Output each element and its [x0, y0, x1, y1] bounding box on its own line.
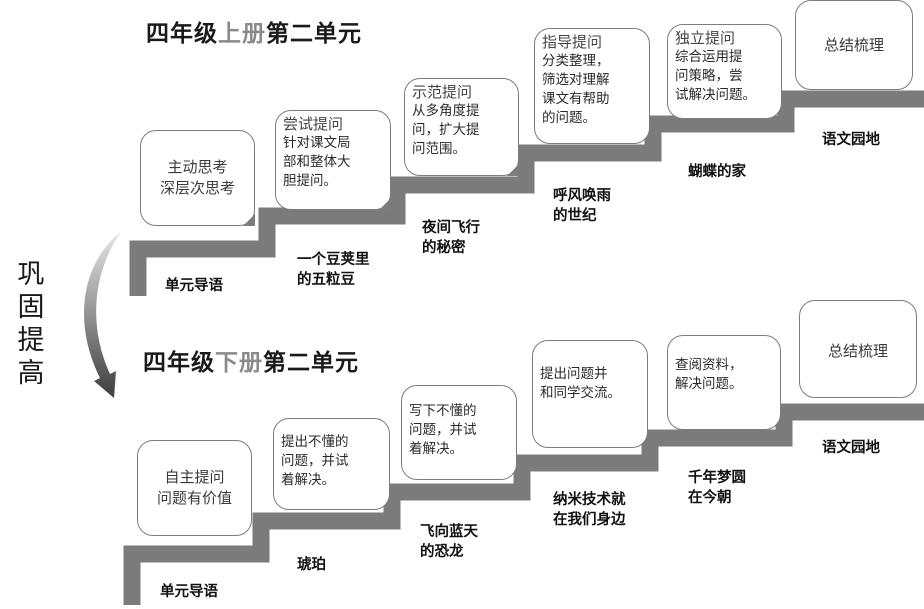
top-card-3-text: 从多角度提 问，扩大提 问范围。 [412, 103, 480, 157]
bottom-step-2: 琥珀 [297, 557, 326, 573]
top-card-5-text: 综合运用提 问策略，尝 试解决问题。 [675, 49, 756, 103]
bottom-step-6: 语文园地 [822, 440, 880, 456]
top-card-3-heading: 示范提问 [412, 83, 473, 101]
bottom-step-5: 千年梦圆 在今朝 [688, 470, 746, 506]
bottom-card-5-text: 查阅资料， 解决问题。 [675, 357, 743, 392]
bottom-card-4: 提出问题并 和同学交流。 [532, 340, 648, 448]
top-card-4-text: 分类整理， 筛选对理解 课文有帮助 的问题。 [542, 53, 610, 126]
bottom-unit-title: 四年级下册第二单元 [143, 343, 359, 377]
top-card-1: 主动思考 深层次思考 [140, 130, 255, 226]
side-label-consolidate: 巩固提高 [17, 259, 45, 389]
top-card-6-text: 总结梳理 [823, 36, 884, 54]
bottom-card-6: 总结梳理 [799, 300, 917, 398]
top-step-4: 呼风唤雨 的世纪 [553, 188, 611, 224]
top-step-3: 夜间飞行 的秘密 [422, 220, 480, 256]
top-card-5: 独立提问 综合运用提 问策略，尝 试解决问题。 [667, 24, 782, 119]
top-step-2: 一个豆荚里 的五粒豆 [297, 252, 370, 288]
bottom-card-5: 查阅资料， 解决问题。 [667, 335, 781, 430]
bottom-card-3-text: 写下不懂的 问题，并试 着解决。 [409, 403, 477, 457]
bottom-card-3: 写下不懂的 问题，并试 着解决。 [401, 385, 517, 480]
bottom-step-4: 纳米技术就 在我们身边 [553, 492, 626, 528]
top-card-6: 总结梳理 [795, 0, 913, 90]
bottom-card-4-text: 提出问题并 和同学交流。 [540, 366, 621, 401]
bottom-step-1: 单元导语 [160, 584, 218, 600]
bottom-title-prefix: 四年级 [143, 350, 215, 376]
top-step-1: 单元导语 [165, 278, 223, 294]
bottom-card-1-text: 自主提问 问题有价值 [156, 468, 232, 507]
top-card-1-text: 主动思考 深层次思考 [159, 158, 235, 197]
top-title-prefix: 四年级 [146, 21, 218, 47]
bottom-card-1: 自主提问 问题有价值 [137, 440, 252, 536]
top-card-4-heading: 指导提问 [542, 33, 603, 51]
top-card-2-heading: 尝试提问 [283, 115, 344, 133]
top-unit-title: 四年级上册第二单元 [146, 14, 362, 48]
bottom-title-suffix: 第二单元 [263, 350, 359, 376]
bottom-card-6-text: 总结梳理 [827, 342, 888, 360]
top-card-5-heading: 独立提问 [675, 29, 736, 47]
top-staircase [129, 90, 924, 296]
top-title-highlight: 上册 [218, 21, 266, 47]
top-card-4: 指导提问 分类整理， 筛选对理解 课文有帮助 的问题。 [534, 28, 650, 144]
top-card-2-text: 针对课文局 部和整体大 胆提问。 [283, 135, 351, 189]
top-title-suffix: 第二单元 [266, 21, 362, 47]
bottom-step-3: 飞向蓝天 的恐龙 [420, 524, 478, 560]
bottom-title-highlight: 下册 [215, 350, 263, 376]
curved-arrow-icon [84, 232, 121, 398]
top-step-6: 语文园地 [822, 132, 880, 148]
bottom-staircase [123, 403, 924, 605]
bottom-card-2: 提出不懂的 问题，并试 着解决。 [273, 418, 390, 510]
top-step-5: 蝴蝶的家 [688, 164, 746, 180]
top-card-2: 尝试提问 针对课文局 部和整体大 胆提问。 [275, 110, 391, 210]
bottom-card-2-text: 提出不懂的 问题，并试 着解决。 [281, 434, 349, 488]
top-card-3: 示范提问 从多角度提 问，扩大提 问范围。 [404, 78, 519, 176]
